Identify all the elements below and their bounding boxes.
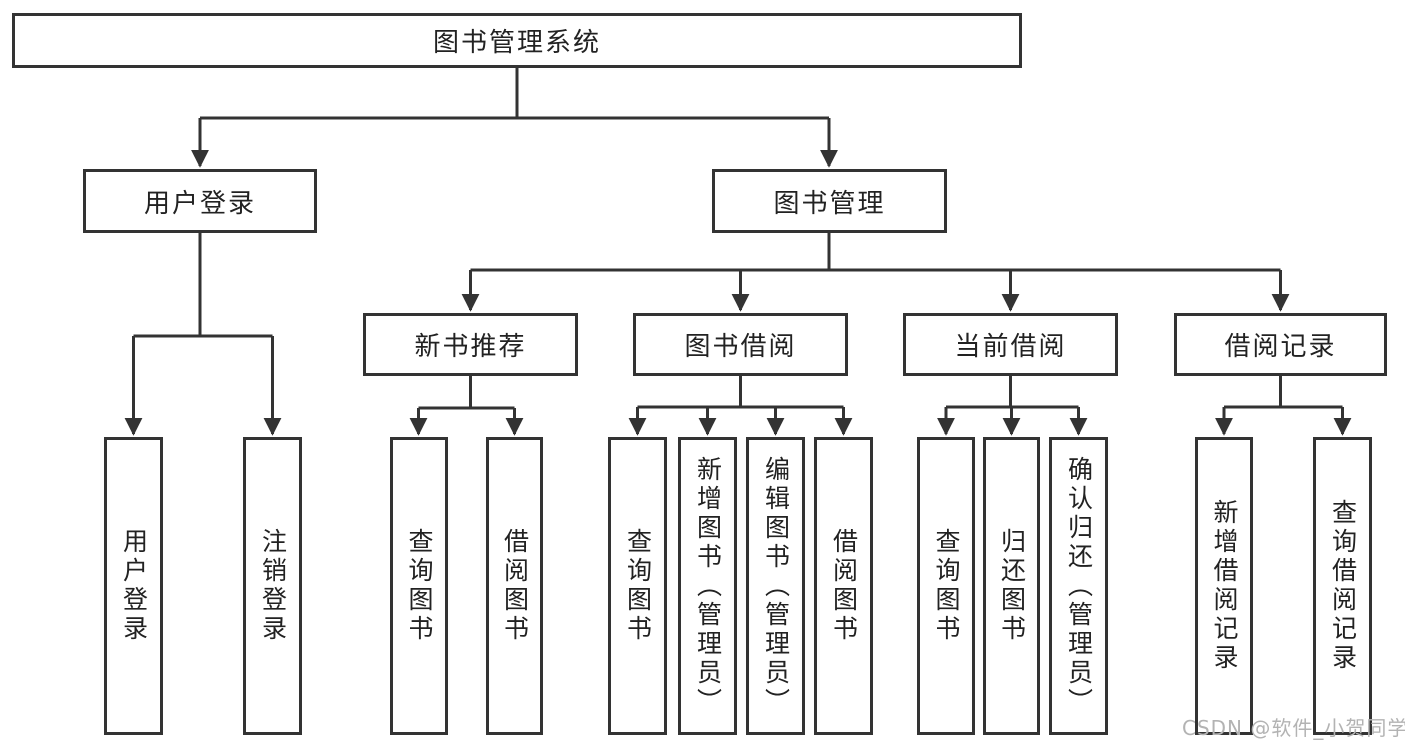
node-new-book-recommendation: 新书推荐 [363,313,578,376]
node-book-management: 图书管理 [712,169,947,233]
node-user-login: 用户登录 [83,169,317,233]
csdn-watermark: CSDN @软件_小贺同学 [1182,716,1405,740]
leaf-rec-query-book: 查询图书 [390,437,448,735]
leaf-bb-edit-book-admin: 编辑图书（管理员） [746,437,805,735]
node-current-borrowing: 当前借阅 [903,313,1118,376]
leaf-bb-add-book-admin: 新增图书（管理员） [678,437,737,735]
leaf-cb-confirm-return-admin: 确认归还（管理员） [1049,437,1108,735]
leaf-user-login: 用户登录 [104,437,163,735]
leaf-br-add-record: 新增借阅记录 [1195,437,1253,735]
connector-skeleton [124,68,1352,436]
leaf-bb-borrow-book: 借阅图书 [814,437,873,735]
leaf-br-query-record: 查询借阅记录 [1313,437,1372,735]
node-root: 图书管理系统 [12,13,1022,68]
leaf-cb-return-book: 归还图书 [983,437,1040,735]
leaf-logout: 注销登录 [243,437,302,735]
node-book-borrowing: 图书借阅 [633,313,848,376]
node-borrowing-record: 借阅记录 [1174,313,1387,376]
leaf-cb-query-book: 查询图书 [917,437,975,735]
leaf-bb-query-book: 查询图书 [608,437,667,735]
leaf-rec-borrow-book: 借阅图书 [486,437,543,735]
